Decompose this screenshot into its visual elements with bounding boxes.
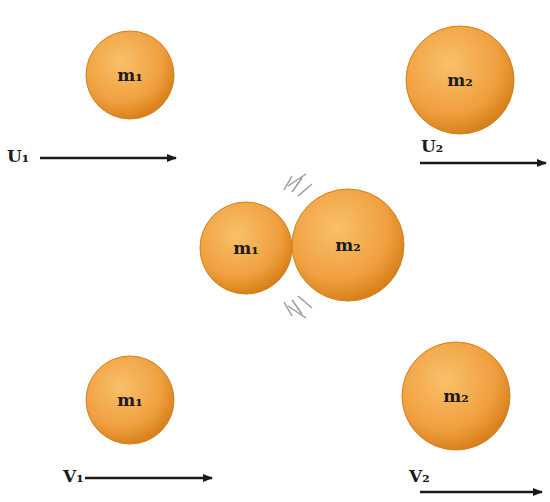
mass-label: m₂ bbox=[447, 70, 472, 90]
mass-label: m₁ bbox=[117, 390, 142, 410]
mass-label: m₁ bbox=[233, 238, 258, 258]
mass-label: m₂ bbox=[443, 386, 468, 406]
velocity-arrows bbox=[40, 158, 546, 492]
mass-ball: m₂ bbox=[401, 341, 511, 451]
velocity-label: V₁ bbox=[62, 466, 85, 486]
mass-ball: m₂ bbox=[291, 188, 405, 302]
mass-label: m₂ bbox=[335, 235, 360, 255]
mass-ball: m₂ bbox=[405, 25, 515, 135]
velocity-label: U₂ bbox=[420, 136, 444, 156]
mass-ball: m₁ bbox=[85, 355, 175, 445]
velocity-label: V₂ bbox=[408, 466, 431, 486]
mass-label: m₁ bbox=[117, 65, 142, 85]
velocity-label: U₁ bbox=[6, 146, 30, 166]
mass-ball: m₁ bbox=[85, 30, 175, 120]
mass-ball: m₁ bbox=[199, 201, 293, 295]
